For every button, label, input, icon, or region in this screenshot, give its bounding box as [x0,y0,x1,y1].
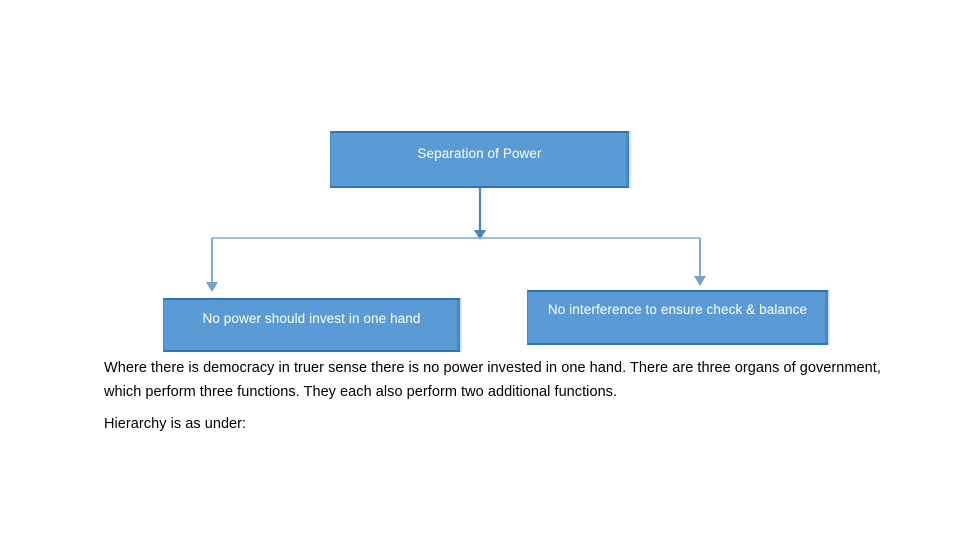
body-paragraph-2: Hierarchy is as under: [104,416,247,432]
diagram-node-no-interference-check-balance[interactable]: No interference to ensure check & balanc… [527,290,831,345]
arrowhead-root-stem [474,230,486,240]
diagram-node-label: No power should invest in one hand [202,311,421,326]
diagram-node-label: No interference to ensure check & balanc… [547,302,808,317]
arrowhead-right-drop [694,276,706,286]
diagram-node-label: Separation of Power [417,146,542,161]
arrowhead-left-drop [206,282,218,292]
body-paragraph-1: Where there is democracy in truer sense … [104,360,881,400]
diagram-node-separation-of-power[interactable]: Separation of Power [330,131,632,188]
diagram-node-no-power-one-hand[interactable]: No power should invest in one hand [163,298,463,352]
